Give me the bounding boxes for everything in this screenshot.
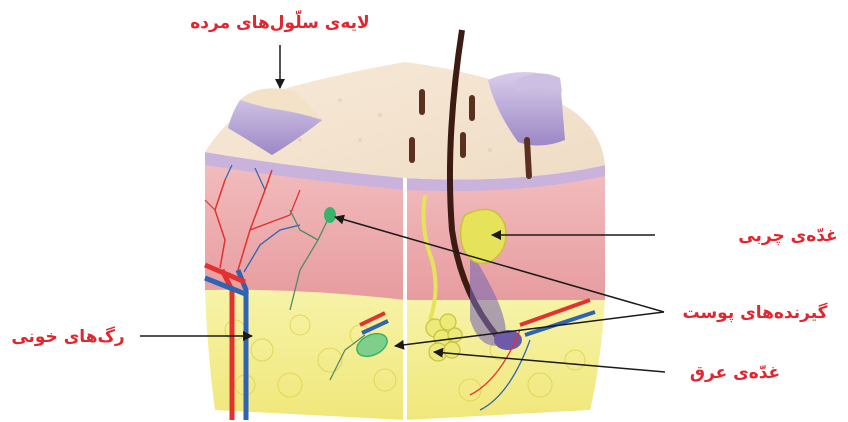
label-dead-cell-layer: لایه‌ی سلّول‌های مرده — [190, 9, 369, 33]
label-skin-receptors: گیرنده‌های پوست — [682, 302, 827, 323]
label-blood-vessels: رگ‌های خونی — [11, 327, 124, 347]
label-sebaceous-gland: غدّه‌ی چربی — [738, 226, 837, 246]
label-sweat-gland: غدّه‌ی عرق — [690, 363, 780, 383]
receptor-upper-shape — [324, 207, 336, 223]
left-face — [205, 152, 405, 420]
